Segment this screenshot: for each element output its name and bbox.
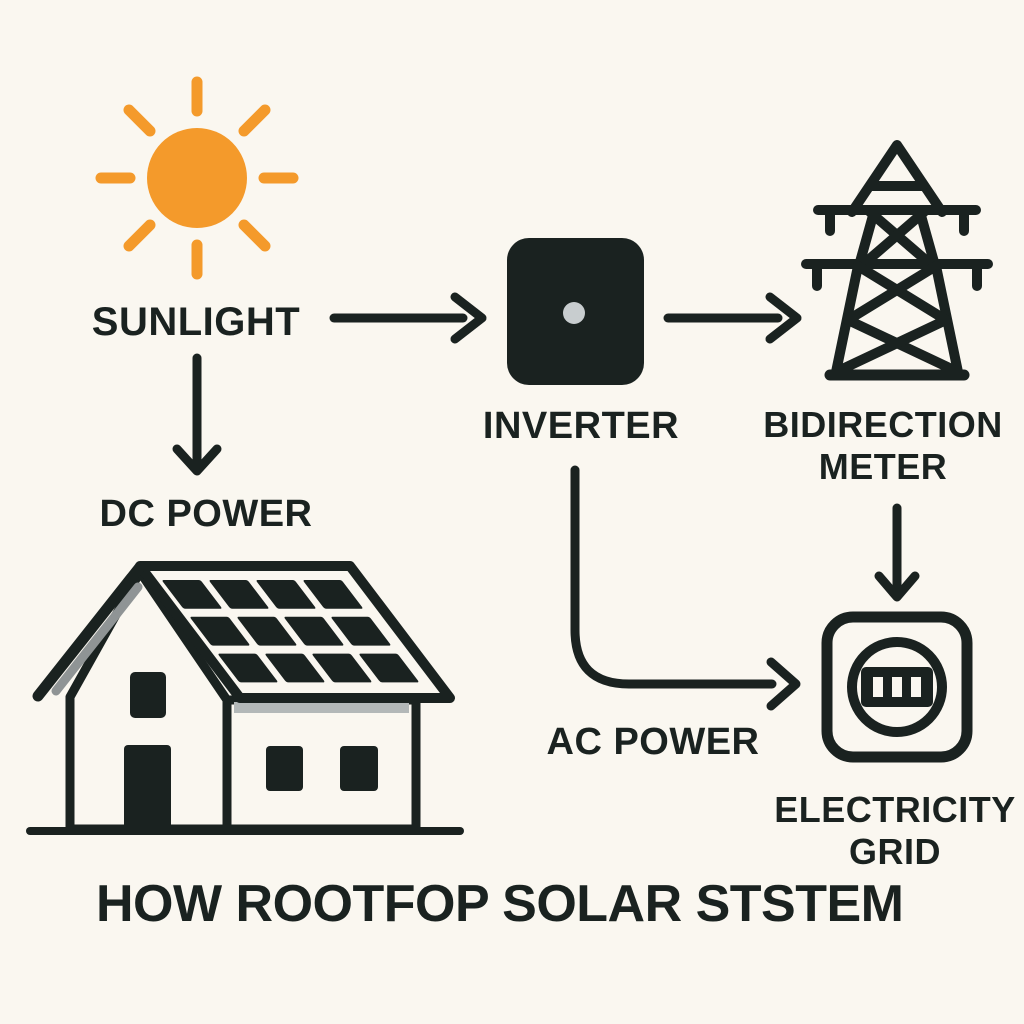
arrow-meter-to-grid <box>874 503 920 602</box>
inverter-label: INVERTER <box>482 405 680 447</box>
electricity-grid-label-line1: ELECTRICITY <box>774 789 1016 830</box>
sunlight-label: SUNLIGHT <box>91 300 301 344</box>
arrow-sunlight-to-dc-power <box>172 353 222 476</box>
sun-icon <box>95 76 299 280</box>
arrow-inverter-to-meter <box>663 292 802 344</box>
ac-power-label: AC POWER <box>546 721 760 763</box>
inverter-box-icon <box>507 238 644 385</box>
bidirection-meter-label: BIDIRECTION METER <box>763 404 1003 488</box>
house-with-solar-panels-icon <box>26 561 464 835</box>
bidirection-meter-label-line1: BIDIRECTION <box>763 404 1003 445</box>
transmission-tower-icon <box>801 140 993 381</box>
bidirection-meter-label-line2: METER <box>818 446 948 487</box>
arrow-sunlight-to-inverter <box>329 292 487 344</box>
diagram-title: HOW ROOTFOP SOLAR STSTEM <box>96 875 904 933</box>
dc-power-label: DC POWER <box>99 493 313 535</box>
electricity-grid-label: ELECTRICITY GRID <box>774 789 1016 873</box>
arrow-inverter-to-grid-ac <box>570 465 801 711</box>
electricity-grid-label-line2: GRID <box>848 831 941 872</box>
electricity-meter-socket-icon <box>821 611 973 763</box>
solar-panel-grid <box>162 580 419 683</box>
